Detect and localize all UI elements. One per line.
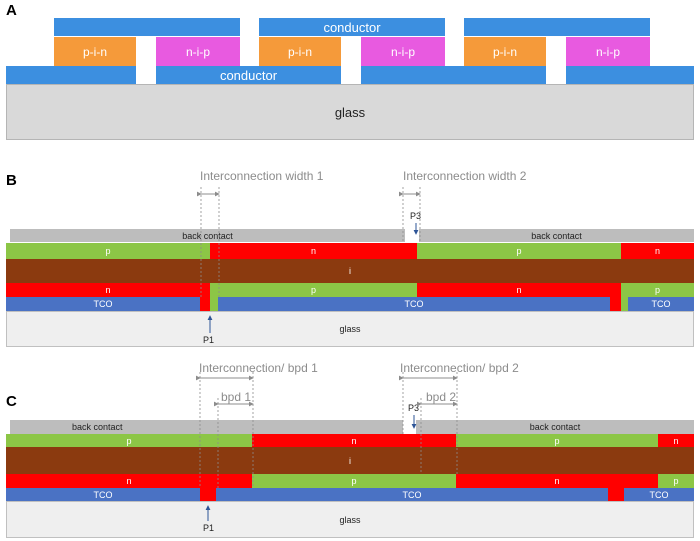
panel-b-p1-scribe-fill: [200, 297, 210, 311]
panel-c-p-layer-bottom-1: p: [252, 474, 456, 488]
panel-c-tco-3: TCO: [624, 488, 694, 501]
panel-c-bpd-2-label: bpd 2: [426, 390, 457, 404]
panel-b-tco-1: TCO: [6, 297, 200, 311]
panel-c-bpd-1-label: bpd 1: [221, 390, 252, 404]
panel-c-n-layer-bottom-2: n: [456, 474, 658, 488]
panel-a-letter: A: [6, 2, 17, 19]
panel-a-nip-cell-2: n-i-p: [361, 37, 445, 66]
panel-b-interconnection-width-1-label: Interconnection width 1: [200, 169, 324, 183]
panel-c-p-layer-bottom-2: p: [658, 474, 694, 488]
panel-c-i-layer: i: [6, 447, 694, 474]
panel-b-p1-scribe-fill-2: [610, 297, 621, 311]
panel-a-glass: glass: [6, 84, 694, 140]
panel-a-pin-cell-2: p-i-n: [259, 37, 341, 66]
panel-c-n-layer-bottom-1: n: [6, 474, 252, 488]
panel-a-pin-cell-1: p-i-n: [54, 37, 136, 66]
panel-b-p-layer-bottom-1: p: [210, 283, 417, 297]
panel-a-bottom-conductor-1: [6, 66, 136, 84]
panel-b-p2-scribe-fill-2: [621, 297, 628, 311]
panel-a-bottom-conductor-4: [566, 66, 694, 84]
panel-b-p-layer-top-2: p: [417, 243, 621, 259]
panel-b-p-layer-top-1: p: [6, 243, 210, 259]
panel-b-tco-2: TCO: [218, 297, 610, 311]
panel-b-letter: B: [6, 172, 17, 189]
panel-c-interconnection-bpd-2-label: Interconnection/ bpd 2: [400, 361, 519, 375]
panel-a-nip-cell-3: n-i-p: [566, 37, 650, 66]
panel-b-p3-label: P3: [410, 211, 422, 221]
panel-c-p1-scribe-fill: [200, 488, 216, 501]
panel-b-n-layer-top-2: n: [621, 243, 694, 259]
panel-a-nip-cell-1: n-i-p: [156, 37, 240, 66]
panel-c-tco-1: TCO: [6, 488, 200, 501]
panel-b-n-layer-top-1: n: [210, 243, 417, 259]
panel-c-p1-label: P1: [203, 523, 215, 533]
panel-a-top-conductor-1: [54, 18, 240, 36]
panel-b-glass: glass: [6, 311, 694, 347]
panel-c-tco-2: TCO: [216, 488, 608, 501]
panel-c-p-layer-top-2: p: [456, 434, 658, 447]
panel-a-pin-cell-3: p-i-n: [464, 37, 546, 66]
panel-c-back-contact-2: back contact: [416, 420, 694, 434]
panel-c-p1-scribe-fill-2: [608, 488, 624, 501]
panel-b-back-contact-1: back contact: [10, 229, 405, 242]
panel-b-i-layer: i: [6, 259, 694, 283]
panel-b-p-layer-bottom-2: p: [621, 283, 694, 297]
panel-b-interconnection-width-2-label: Interconnection width 2: [403, 169, 527, 183]
panel-c-p-layer-top-1: p: [6, 434, 252, 447]
panel-a-top-conductor-2: conductor: [259, 18, 445, 36]
panel-c-interconnection-bpd-1-label: Interconnection/ bpd 1: [199, 361, 318, 375]
panel-b-back-contact-2: back contact: [419, 229, 694, 242]
panel-c-glass: glass: [6, 501, 694, 538]
panel-b-n-layer-bottom-2: n: [417, 283, 621, 297]
panel-c-p3-label: P3: [408, 403, 420, 413]
panel-c-back-contact-1: back contact: [10, 420, 403, 434]
panel-b-tco-3: TCO: [628, 297, 694, 311]
panel-c-n-layer-top-2: n: [658, 434, 694, 447]
panel-a-bottom-conductor-3: [361, 66, 546, 84]
panel-c-letter: C: [6, 393, 17, 410]
panel-a-top-conductor-3: [464, 18, 650, 36]
panel-b-p1-label: P1: [203, 335, 215, 345]
panel-a-bottom-conductor-2: conductor: [156, 66, 341, 84]
panel-b-p2-scribe-fill-1: [210, 297, 218, 311]
panel-b-n-layer-bottom-1: n: [6, 283, 210, 297]
panel-c-n-layer-top-1: n: [252, 434, 456, 447]
